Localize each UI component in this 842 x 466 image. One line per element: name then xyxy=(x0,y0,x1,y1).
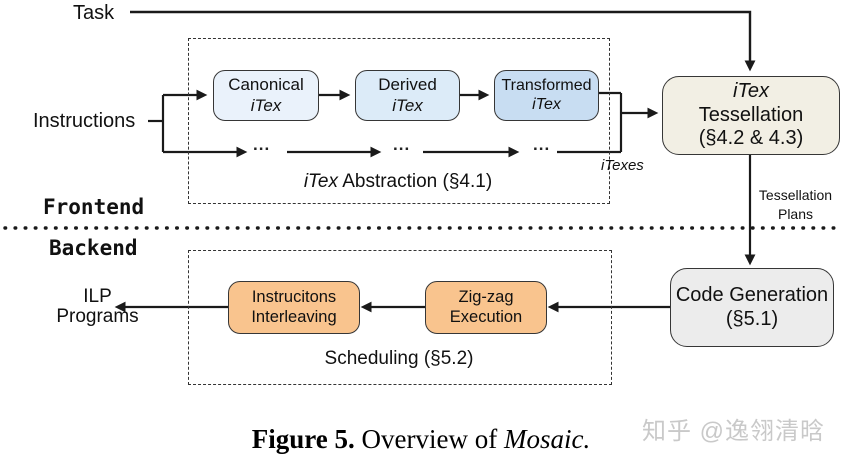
itex-tessellation-node: iTex Tessellation (§4.2 & 4.3) xyxy=(662,76,840,155)
derived-line1: Derived xyxy=(378,75,437,95)
task-label: Task xyxy=(73,2,115,24)
itex-abstraction-label-rest: Abstraction (§4.1) xyxy=(337,171,493,192)
backend-label: Backend xyxy=(49,236,138,260)
canonical-itex-node: Canonical iTex xyxy=(213,70,319,121)
canonical-line2: iTex xyxy=(250,95,282,115)
ellipsis-2: ... xyxy=(393,135,411,154)
itexes-label: iTexes xyxy=(601,157,644,174)
ilp-line2: Programs xyxy=(56,306,139,327)
transformed-itex-node: Transformed iTex xyxy=(494,70,599,121)
figure-caption: Figure 5. Overview of Mosaic. xyxy=(0,424,842,455)
tessellation-plans-label: Tessellation Plans xyxy=(753,186,838,224)
scheduling-label: Scheduling (§5.2) xyxy=(324,348,474,369)
caption-system-name: Mosaic. xyxy=(503,424,591,454)
tessellation-plans-line1: Tessellation xyxy=(758,187,833,203)
interleaving-line1: Instrucitons xyxy=(251,288,337,307)
canonical-line1: Canonical xyxy=(228,75,304,95)
ilp-line1: ILP xyxy=(83,286,112,307)
instructions-interleaving-node: Instrucitons Interleaving xyxy=(228,281,360,334)
itex-abstraction-label-itex: iTex xyxy=(303,171,338,192)
tessellation-line1: iTex xyxy=(733,80,769,103)
tessellation-line2: Tessellation xyxy=(698,103,804,126)
code-generation-node: Code Generation (§5.1) xyxy=(670,268,834,347)
ilp-programs-label: ILP Programs xyxy=(40,287,155,327)
zigzag-line1: Zig-zag xyxy=(458,288,514,307)
zigzag-line2: Execution xyxy=(449,307,523,326)
caption-text: Overview of xyxy=(354,424,504,454)
tessellation-plans-line2: Plans xyxy=(777,205,814,222)
itex-abstraction-label: iTex Abstraction (§4.1) xyxy=(188,171,608,193)
itex-abstraction-group-box xyxy=(188,38,610,204)
code-generation-line2: (§5.1) xyxy=(725,307,779,330)
scheduling-group-box xyxy=(188,250,612,385)
frontend-label: Frontend xyxy=(43,195,145,219)
code-generation-line1: Code Generation xyxy=(675,283,829,306)
interleaving-line2: Interleaving xyxy=(251,307,337,326)
instructions-label: Instructions xyxy=(33,110,136,132)
zigzag-execution-node: Zig-zag Execution xyxy=(425,281,547,334)
derived-line2: iTex xyxy=(392,95,423,115)
transformed-line1: Transformed xyxy=(501,76,592,94)
transformed-line2: iTex xyxy=(532,95,561,113)
tessellation-line3: (§4.2 & 4.3) xyxy=(698,127,804,150)
ellipsis-3: ... xyxy=(533,135,551,154)
watermark-text: 知乎 @逸翎清晗 xyxy=(642,418,826,445)
ellipsis-1: ... xyxy=(253,135,271,154)
caption-figure-number: Figure 5. xyxy=(251,424,355,454)
derived-itex-node: Derived iTex xyxy=(355,70,460,121)
